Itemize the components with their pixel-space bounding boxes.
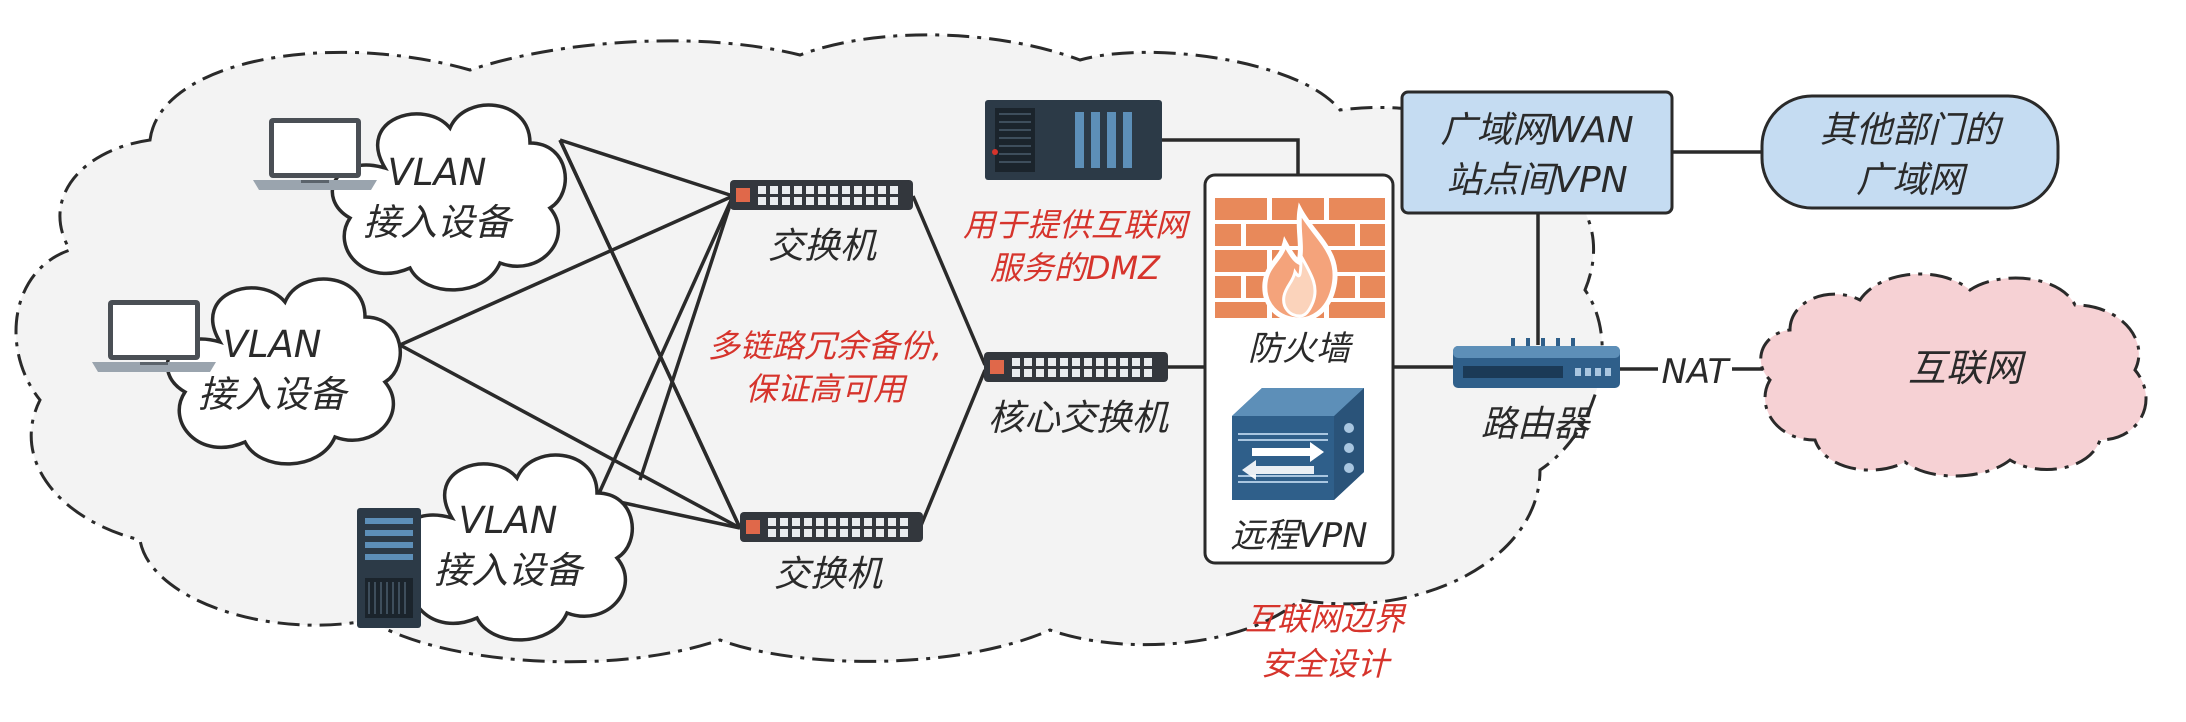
- vpn-label: 远程VPN: [1230, 516, 1367, 556]
- wan-label: 广域网WAN: [1440, 110, 1633, 151]
- access-label-2: VLAN: [223, 323, 322, 366]
- server-icon: [357, 508, 421, 628]
- switch-top-label: 交换机: [768, 226, 878, 267]
- other-dept-label-2: 广域网: [1856, 160, 1968, 201]
- router-icon: [1453, 338, 1620, 388]
- switch-icon: [730, 180, 913, 210]
- core-switch-label: 核心交换机: [988, 398, 1170, 439]
- switch-icon: [984, 352, 1168, 382]
- access-label-2b: 接入设备: [198, 373, 349, 416]
- link: [911, 195, 987, 366]
- firewall-icon: [1215, 198, 1385, 323]
- wan-label-2: 站点间VPN: [1446, 160, 1627, 201]
- dmz-note-2: 服务的DMZ: [990, 249, 1161, 287]
- other-dept-label: 其他部门的: [1820, 110, 2004, 151]
- vpn-appliance-icon: [1232, 388, 1364, 500]
- border-security-note-2: 安全设计: [1261, 645, 1392, 683]
- link: [918, 369, 987, 529]
- link: [638, 195, 735, 481]
- redundancy-note-2: 保证高可用: [745, 370, 908, 408]
- redundancy-note: 多链路冗余备份,: [708, 327, 942, 365]
- network-links: [399, 138, 1765, 581]
- link: [559, 138, 734, 198]
- dmz-note: 用于提供互联网: [963, 206, 1191, 244]
- access-label-3b: 接入设备: [434, 549, 585, 592]
- switch-bottom-label: 交换机: [774, 554, 884, 595]
- access-label-1: VLAN: [388, 151, 487, 194]
- link: [399, 194, 734, 347]
- switch-icon: [740, 512, 923, 542]
- firewall-label: 防火墙: [1248, 329, 1354, 369]
- laptop-icon: [253, 118, 377, 190]
- internet-cloud: [1759, 272, 2148, 478]
- router-label: 路由器: [1481, 404, 1592, 445]
- nat-label: NAT: [1662, 352, 1731, 392]
- link: [558, 139, 742, 529]
- access-label-1b: 接入设备: [363, 201, 514, 244]
- internet-label: 互联网: [1908, 346, 2027, 390]
- access-label-3: VLAN: [459, 499, 558, 542]
- server-icon: [985, 100, 1162, 180]
- border-security-note: 互联网边界: [1245, 600, 1407, 638]
- wan-vpn-box: [1400, 90, 1674, 215]
- laptop-icon: [92, 300, 216, 372]
- link: [399, 343, 741, 530]
- other-dept-wan: [1760, 94, 2060, 210]
- link: [609, 498, 741, 530]
